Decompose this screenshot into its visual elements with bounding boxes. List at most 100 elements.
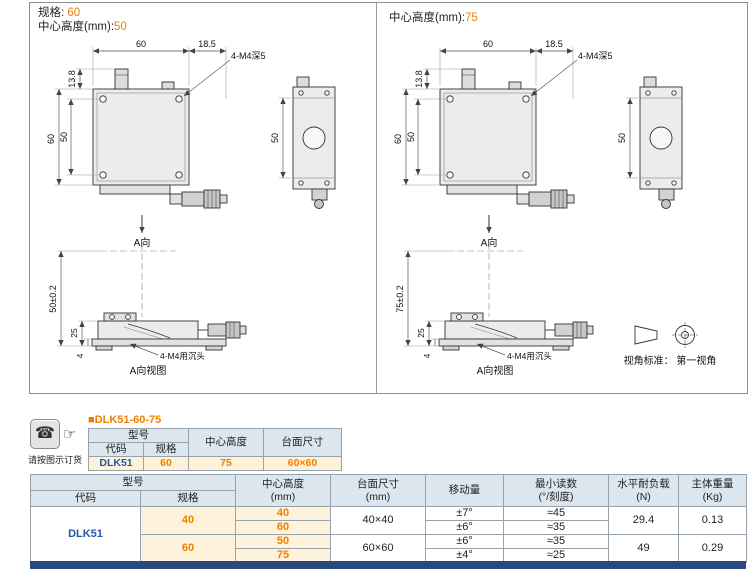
dim-top-width: 60 [483, 39, 493, 49]
dim-top-offset: 18.5 [198, 39, 216, 49]
counterbore-note: 4-M4用沉头 [160, 351, 205, 361]
page-footer-bar [30, 561, 746, 569]
cell-center-height: 50 [235, 534, 331, 549]
top-view-drawing [439, 68, 575, 209]
cell-travel: ±6° [425, 520, 504, 535]
dim-side-height: 50 [617, 133, 627, 143]
table-row: DLK51 60 75 60×60 [88, 456, 342, 471]
technical-drawing-right: 60 18.5 4-M4深5 13.8 60 50 50 A向 75±0.2 2… [393, 39, 717, 377]
view-direction-label: A向 [134, 236, 151, 249]
side-view-drawing [292, 76, 336, 209]
spec-table: 型号 中心高度(mm) 台面尺寸(mm) 移动量 最小读数(°/刻度) 水平耐负… [30, 474, 747, 563]
cell-center-height: 40 [235, 506, 331, 521]
cell-min-reading: ≈35 [503, 520, 609, 535]
pointing-hand-icon: ☞ [63, 426, 77, 443]
table-row: 代码 规格 [88, 442, 342, 457]
drawing-header-left: 规格: 60 中心高度(mm):50 [38, 6, 127, 34]
header-cell-center-height: 中心高度(mm) [235, 474, 331, 507]
a-view-drawing [91, 243, 247, 351]
header-cell-travel: 移动量 [425, 474, 504, 507]
center-height-value: 75 [465, 12, 478, 24]
header-cell-spec: 规格 [140, 490, 236, 507]
cell-center-height: 75 [188, 456, 264, 471]
table-header-row: 型号 中心高度(mm) 台面尺寸(mm) 移动量 最小读数(°/刻度) 水平耐负… [30, 474, 747, 507]
header-cell-model: 型号 [30, 474, 236, 491]
a-view-caption: A向视图 [477, 364, 514, 377]
header-cell-load: 水平耐负载(N) [608, 474, 679, 507]
dimension-lines [402, 47, 638, 356]
cell-min-reading: ≈45 [503, 506, 609, 521]
projection-standard-label: 视角标准： 第一视角 [624, 354, 717, 367]
technical-drawing-left: 60 18.5 4-M4深5 13.8 60 50 50 A向 50±0.2 2… [46, 39, 336, 377]
header-cell-code: 代码 [30, 490, 141, 507]
top-view-drawing [92, 68, 228, 209]
dim-center-height: 50±0.2 [48, 285, 58, 312]
cell-spec: 60 [143, 456, 189, 471]
drawing-area: 规格: 60 中心高度(mm):50 [29, 2, 748, 394]
spec-label: 规格: [38, 7, 65, 19]
a-view-drawing [438, 243, 594, 351]
view-direction-label: A向 [481, 236, 498, 249]
cell-table-size: 40×40 [330, 506, 426, 535]
order-example: ■DLK51-60-75 型号 中心高度 台面尺寸 代码 规格 DLK51 60… [88, 414, 342, 471]
header-cell-center-height: 中心高度 [188, 428, 264, 457]
cell-center-height: 75 [235, 548, 331, 563]
spec-table-section: 型号 中心高度(mm) 台面尺寸(mm) 移动量 最小读数(°/刻度) 水平耐负… [30, 474, 747, 563]
dim-body-height: 60 [393, 134, 403, 144]
header-cell-table-size: 台面尺寸 [263, 428, 342, 457]
dim-body-height: 60 [46, 134, 56, 144]
cell-weight: 0.13 [678, 506, 747, 535]
center-height-value: 50 [114, 21, 127, 33]
header-cell-table-size: 台面尺寸(mm) [330, 474, 426, 507]
table-row: 60 ±6° ≈35 [31, 520, 747, 535]
table-row: 型号 中心高度 台面尺寸 [88, 428, 342, 457]
order-example-table: 型号 中心高度 台面尺寸 代码 规格 DLK51 60 75 60×60 [88, 428, 342, 471]
cell-code: DLK51 [88, 456, 144, 471]
drawing-panel-right: 中心高度(mm):75 [377, 3, 746, 393]
dim-knob-height: 13.8 [67, 70, 77, 88]
header-cell-model: 型号 [88, 428, 189, 443]
order-note: 请按图示订货 [28, 455, 83, 465]
header-cell-min-reading: 最小读数(°/刻度) [503, 474, 609, 507]
dim-center-height: 75±0.2 [395, 285, 405, 312]
side-view-drawing [639, 76, 683, 209]
thread-note: 4-M4深5 [578, 51, 613, 61]
table-row: DLK51 40 40 40×40 ±7° ≈45 29.4 0.13 [30, 506, 747, 563]
dim-top-width: 60 [136, 39, 146, 49]
dim-stage-height: 25 [416, 328, 426, 338]
cell-weight: 0.29 [678, 534, 747, 563]
dim-top-offset: 18.5 [545, 39, 563, 49]
cell-spec: 60 [140, 534, 236, 563]
center-height-label: 中心高度(mm): [38, 21, 115, 33]
drawing-panel-left: 规格: 60 中心高度(mm):50 [30, 3, 377, 393]
center-height-label: 中心高度(mm): [389, 12, 466, 24]
thread-note: 4-M4深5 [231, 51, 266, 61]
cell-load: 49 [608, 534, 679, 563]
table-row: 75 ±4° ≈25 [31, 548, 747, 563]
cell-table-size: 60×60 [263, 456, 342, 471]
dim-side-height: 50 [270, 133, 280, 143]
counterbore-note: 4-M4用沉头 [507, 351, 552, 361]
cell-min-reading: ≈35 [503, 534, 609, 549]
cell-travel: ±7° [425, 506, 504, 521]
dim-plate-thickness: 4 [422, 353, 432, 358]
header-cell-spec: 规格 [143, 442, 189, 457]
table-row: 60 50 60×60 ±6° ≈35 49 0.29 [31, 534, 747, 563]
dim-hole-span: 50 [59, 132, 69, 142]
dim-hole-span: 50 [406, 132, 416, 142]
order-section: ☎ ☞ 请按图示订货 ■DLK51-60-75 型号 中心高度 台面尺寸 代码 … [28, 414, 746, 474]
header-cell-code: 代码 [88, 442, 144, 457]
dim-stage-height: 25 [69, 328, 79, 338]
cell-center-height: 60 [235, 520, 331, 535]
title-bullet: ■ [88, 414, 95, 426]
cell-code: DLK51 [30, 506, 141, 563]
dimension-lines [55, 47, 291, 356]
cell-spec: 40 [140, 506, 236, 535]
title-text: DLK51-60-75 [94, 414, 162, 426]
phone-icon: ☎ [35, 425, 55, 442]
dim-knob-height: 13.8 [414, 70, 424, 88]
cell-travel: ±6° [425, 534, 504, 549]
phone-order-icon: ☎ [30, 419, 60, 449]
first-angle-projection-symbol [634, 322, 698, 348]
header-cell-weight: 主体重量(Kg) [678, 474, 747, 507]
